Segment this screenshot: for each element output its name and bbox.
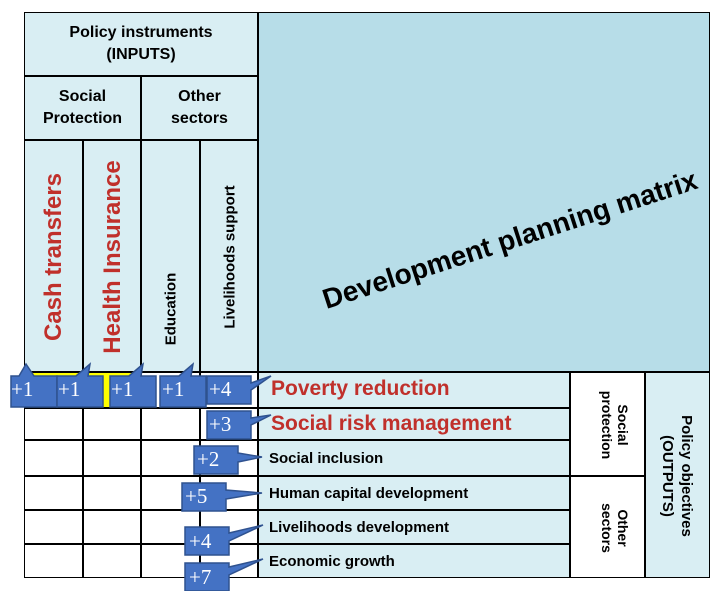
score-value: +1 <box>11 377 34 401</box>
health-insurance-column: Health Insurance <box>83 140 141 372</box>
grid-cell <box>24 408 83 440</box>
score-value: +1 <box>58 377 81 401</box>
grid-cell <box>141 440 200 476</box>
grid-cell <box>83 408 141 440</box>
matrix-title: Development planning matrix <box>318 164 702 315</box>
health-insurance-label: Health Insurance <box>99 160 126 354</box>
policy-objectives-text: Policy objectives <box>678 415 695 537</box>
score-callout-livelihoods-support: +1 <box>155 362 208 409</box>
social-protection-side-label: Social protection <box>599 391 631 459</box>
score-callout-health-insurance: +1 <box>52 362 105 409</box>
score-value: +1 <box>111 377 134 401</box>
score-value: +1 <box>162 377 185 401</box>
grid-cell <box>83 510 141 544</box>
score-callout-human-capital-development: +5 <box>180 481 272 513</box>
matrix-title-area: Development planning matrix <box>258 12 710 372</box>
objective-row-social-inclusion: Social inclusion <box>258 440 570 476</box>
side-protection-text: protection <box>599 390 615 460</box>
other-label: Other <box>178 88 221 105</box>
score-callout-social-risk-management: +3 <box>205 409 275 441</box>
score-callout-economic-growth: +7 <box>183 555 273 591</box>
outputs-text: (OUTPUTS) <box>659 435 676 517</box>
side-social-text: Social <box>615 404 631 446</box>
policy-instruments-label: Policy instruments <box>69 24 213 41</box>
other-sectors-group: Other sectors <box>570 476 645 578</box>
objective-row-human-capital-development: Human capital development <box>258 476 570 510</box>
grid-cell <box>83 544 141 578</box>
score-value: +5 <box>185 484 208 508</box>
inputs-label: (INPUTS) <box>106 46 176 63</box>
grid-cell <box>83 440 141 476</box>
policy-instruments-header: Policy instruments (INPUTS) <box>24 12 258 76</box>
objective-row-livelihoods-development: Livelihoods development <box>258 510 570 544</box>
livelihoods-support-column: Livelihoods support <box>200 140 258 372</box>
score-value: +2 <box>197 447 220 471</box>
objective-row-economic-growth: Economic growth <box>258 544 570 578</box>
cash-transfers-column: Cash transfers <box>24 140 83 372</box>
score-value: +3 <box>209 412 232 436</box>
objective-label: Poverty reduction <box>271 377 450 400</box>
score-callout-livelihoods-development: +4 <box>183 523 273 557</box>
objective-label: Social risk management <box>271 412 512 435</box>
social-label: Social <box>58 88 107 105</box>
score-callout-social-inclusion: +2 <box>192 444 272 476</box>
cash-transfers-label: Cash transfers <box>40 172 67 342</box>
protection-label: Protection <box>42 110 123 127</box>
social-protection-header: Social Protection <box>24 76 141 140</box>
score-value: +7 <box>189 565 212 589</box>
side-sectors-text: sectors <box>599 503 615 553</box>
education-column: Education <box>141 140 200 372</box>
policy-objectives-side-label: Policy objectives (OUTPUTS) <box>658 415 696 537</box>
score-value: +4 <box>189 529 212 553</box>
grid-cell <box>24 476 83 510</box>
score-callout-education: +1 <box>105 362 158 409</box>
grid-cell <box>83 476 141 510</box>
objective-label: Livelihoods development <box>269 519 450 536</box>
objective-row-social-risk-management: Social risk management <box>258 408 570 440</box>
other-sectors-header: Other sectors <box>141 76 258 140</box>
score-value: +4 <box>209 377 232 401</box>
grid-cell <box>141 408 200 440</box>
education-label: Education <box>162 272 180 346</box>
objective-label: Social inclusion <box>269 450 384 467</box>
sectors-label: sectors <box>171 110 228 127</box>
social-protection-group: Social protection <box>570 372 645 476</box>
objective-label: Human capital development <box>269 485 469 502</box>
other-sectors-side-label: Other sectors <box>599 503 631 553</box>
policy-objectives-group: Policy objectives (OUTPUTS) <box>645 372 710 578</box>
score-callout-poverty-reduction: +4 <box>205 374 275 406</box>
objective-row-poverty-reduction: Poverty reduction <box>258 372 570 408</box>
objective-label: Economic growth <box>269 553 395 570</box>
grid-cell <box>24 440 83 476</box>
grid-cell <box>24 510 83 544</box>
livelihoods-support-label: Livelihoods support <box>221 185 239 329</box>
side-other-text: Other <box>615 509 631 547</box>
grid-cell <box>24 544 83 578</box>
score-callout-cash-transfers: +1 <box>6 362 59 409</box>
